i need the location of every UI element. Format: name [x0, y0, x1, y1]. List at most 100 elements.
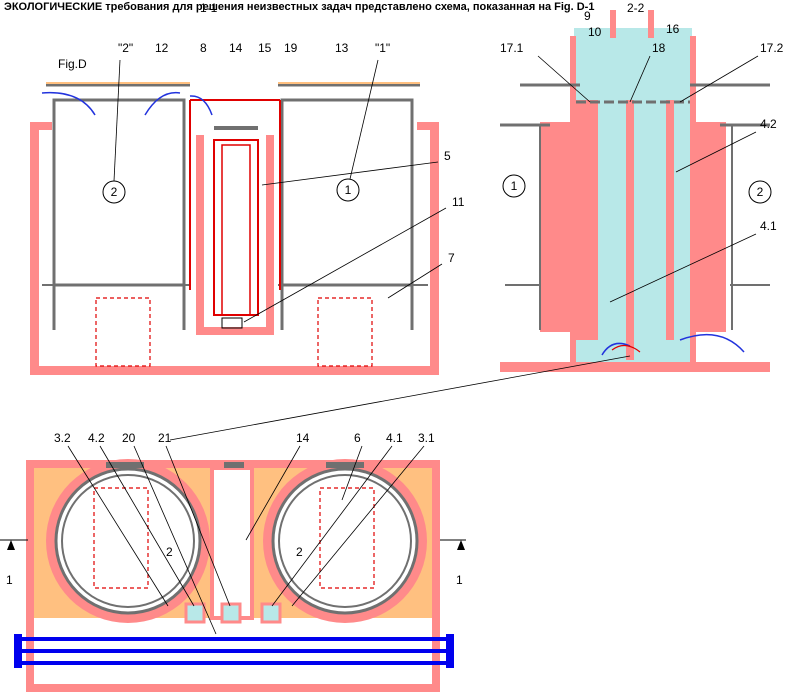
airflow-arc-1 [41, 91, 96, 116]
tank-1-marker [336, 178, 360, 202]
airflow-arc-5 [679, 333, 745, 353]
airflow-arc-4 [601, 342, 631, 356]
label-13: 13 [335, 41, 349, 55]
label-17-1: 17.1 [500, 41, 524, 55]
left-top-slab [30, 122, 52, 130]
label-20: 20 [122, 431, 136, 445]
leader-q2 [113, 59, 121, 182]
label-3-2: 3.2 [54, 431, 71, 445]
hatch-left [106, 462, 144, 468]
label-4-2-bottom: 4.2 [88, 431, 105, 445]
leader-7 [387, 263, 443, 299]
side-1-marker-number: 1 [511, 179, 518, 193]
q2-label: "2" [118, 41, 133, 55]
label-11: 11 [452, 195, 465, 209]
box-center [220, 602, 242, 624]
right-outer-wall [430, 125, 439, 375]
leader-4-1 [609, 233, 757, 303]
tank-2-marker-number: 2 [111, 185, 118, 199]
label-4-2-top: 4.2 [760, 117, 777, 131]
left-ring-core [61, 474, 195, 608]
side-2-marker [748, 180, 772, 204]
section-label-2-2: 2-2 [627, 1, 645, 15]
blue-pipe-end-left [14, 634, 22, 668]
label-12: 12 [155, 41, 169, 55]
label-15: 15 [258, 41, 272, 55]
leader-4-2-bottom [99, 445, 195, 607]
left-wall-block [540, 122, 576, 332]
leader-21-long [169, 355, 631, 441]
leader-5 [261, 161, 439, 186]
label-9: 9 [584, 9, 591, 23]
section-2-2-drawing: 1 2 2-2 9 10 16 17.1 18 17.2 4.2 4.1 [169, 1, 784, 441]
inner-column-2 [626, 100, 634, 360]
label-3-1: 3.1 [418, 431, 435, 445]
pump-box [221, 317, 243, 329]
label-16: 16 [666, 22, 680, 36]
label-10: 10 [588, 25, 602, 39]
cut-mark-right-arrow [457, 540, 465, 550]
leader-3-1 [291, 445, 425, 607]
leader-11 [243, 207, 447, 323]
leader-q1 [349, 59, 379, 180]
side-1-marker [502, 174, 526, 198]
red-flow-arc [611, 344, 641, 353]
cut-mark-left-arrow [7, 540, 15, 550]
right-ring-core [278, 474, 412, 608]
box-4-1 [260, 602, 282, 624]
center-column-right [266, 135, 274, 335]
chimney-wall-left [610, 10, 616, 38]
section-label-1-1: 1-1 [200, 1, 218, 15]
leader-20 [133, 445, 217, 635]
right-top-slab [417, 122, 439, 130]
airflow-arc-3 [189, 95, 213, 116]
center-pipe-outer [213, 139, 259, 316]
tank-1-marker-number: 1 [345, 183, 352, 197]
leader-6 [341, 445, 363, 501]
left-outer-wall [30, 125, 39, 375]
label-14: 14 [229, 41, 243, 55]
leader-17-2 [679, 55, 759, 103]
section-2-2-floor [500, 362, 770, 372]
side-2-marker-number: 2 [757, 185, 764, 199]
left-ring-inner [54, 467, 202, 615]
label-21: 21 [158, 431, 172, 445]
q1-label: "1" [375, 41, 390, 55]
inner-column-3 [666, 100, 674, 340]
label-14-bottom: 14 [296, 431, 310, 445]
label-18: 18 [652, 41, 666, 55]
leader-21 [165, 445, 231, 607]
label-2-left: 2 [166, 545, 173, 559]
blue-pipe-end-right [446, 634, 454, 668]
cut-label-right: 1 [456, 573, 463, 587]
leader-4-2 [675, 131, 757, 173]
label-5: 5 [444, 149, 451, 163]
inner-column-1 [576, 100, 598, 340]
label-2-right: 2 [296, 545, 303, 559]
leader-4-1-bottom [271, 445, 393, 607]
plan-view-drawing: 1 1 3.2 4.2 20 21 14 6 4.1 3.1 2 2 [0, 431, 466, 692]
hatch-center [224, 462, 244, 468]
center-pipe-inner [221, 144, 251, 316]
center-column-base [196, 327, 274, 335]
section-1-1-drawing: 2 1 1-1 Fig.D "2" "1" 12 8 14 15 19 13 5… [30, 1, 465, 375]
cut-label-left: 1 [6, 573, 13, 587]
fig-label: Fig.D [58, 57, 87, 71]
label-4-1-top: 4.1 [760, 219, 777, 233]
equipment-box-right [317, 297, 373, 367]
label-6: 6 [354, 431, 361, 445]
label-4-1-bottom: 4.1 [386, 431, 403, 445]
leader-18 [629, 55, 651, 103]
chimney-wall-right [648, 10, 654, 38]
label-17-2: 17.2 [760, 41, 784, 55]
hatch-right [326, 462, 364, 468]
label-8: 8 [200, 41, 207, 55]
label-19: 19 [284, 41, 298, 55]
central-channel [210, 466, 254, 620]
box-4-2 [184, 602, 206, 624]
airflow-arc-2 [144, 91, 181, 116]
center-column-left [196, 135, 204, 335]
leader-17-1 [537, 55, 591, 103]
